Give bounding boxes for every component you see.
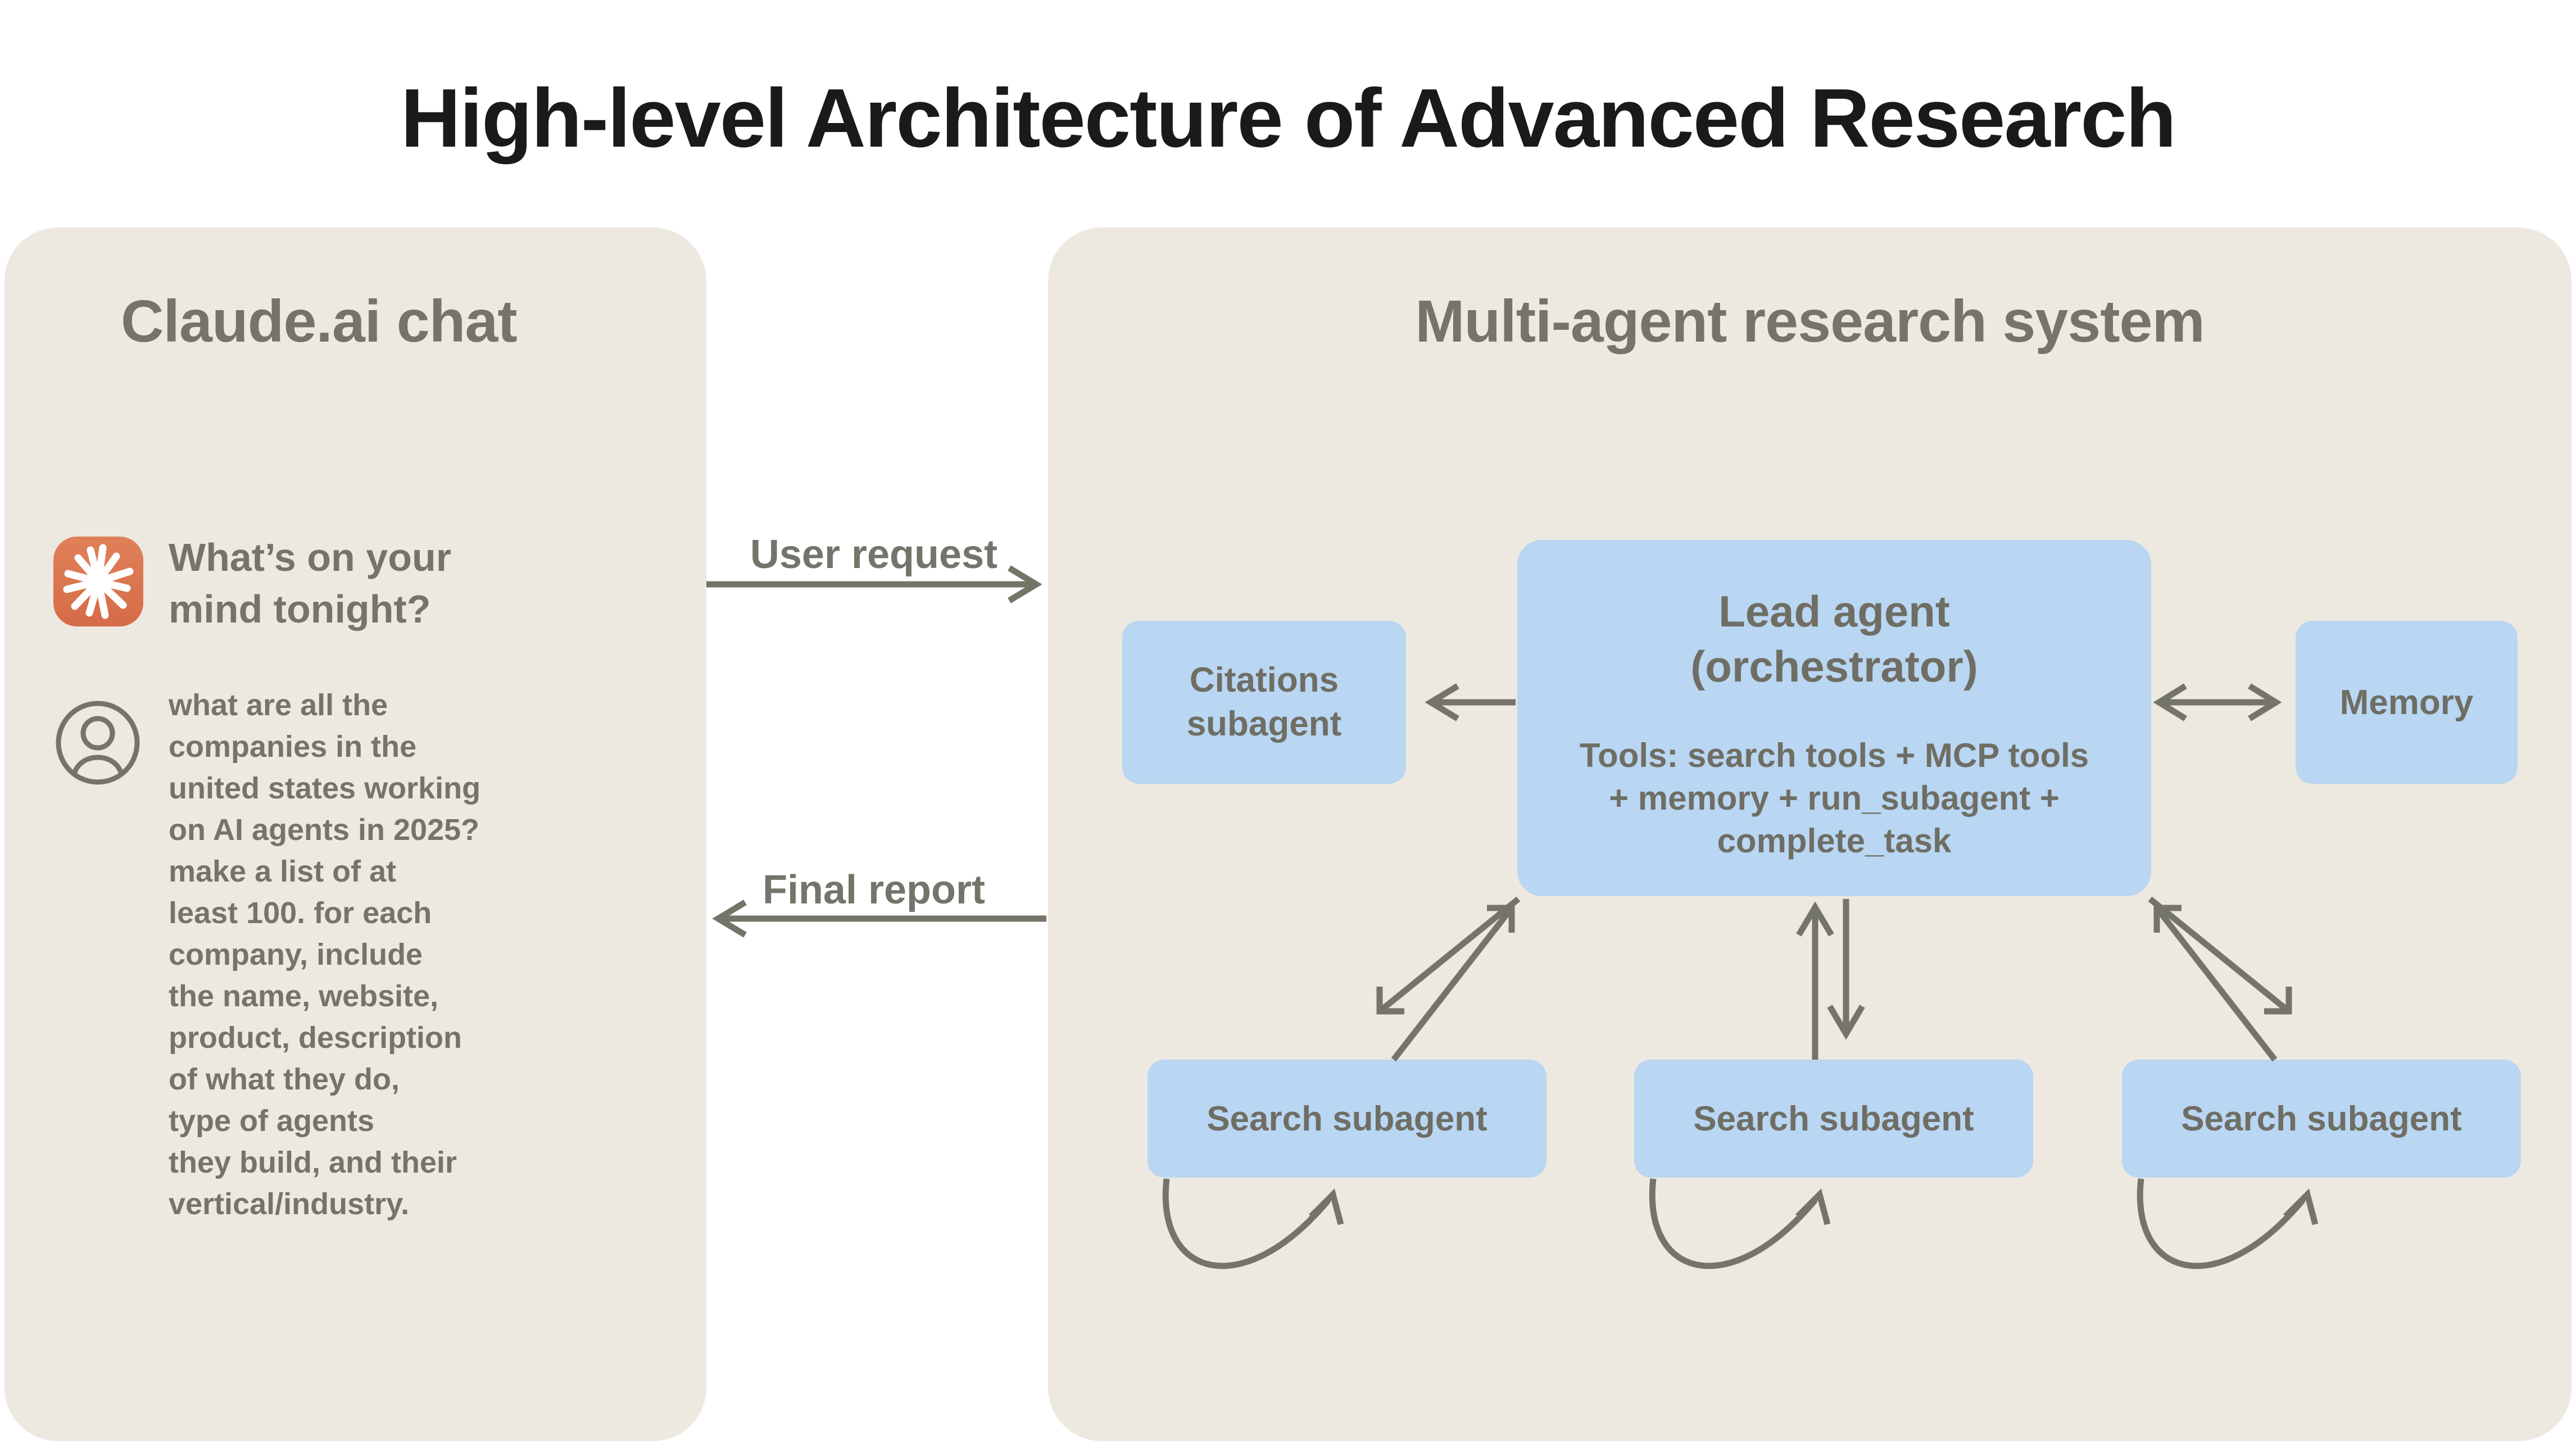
user-message-line: the name, website, <box>169 979 439 1013</box>
user-message-line: companies in the <box>169 730 417 764</box>
user-message: what are all the companies in the united… <box>169 684 480 1225</box>
user-message-line: on AI agents in 2025? <box>169 813 480 847</box>
user-avatar-icon <box>53 698 143 788</box>
user-request-label: User request <box>750 532 998 577</box>
user-message-line: product, description <box>169 1021 462 1055</box>
search-subagent-node-2: Search subagent <box>1634 1060 2033 1178</box>
search-subagent-node-3: Search subagent <box>2122 1060 2521 1178</box>
user-message-line: make a list of at <box>169 855 397 888</box>
lead-agent-tools-line: Tools: search tools + MCP tools <box>1579 737 2089 774</box>
user-message-line: they build, and their <box>169 1146 457 1179</box>
research-panel-heading: Multi-agent research system <box>1415 288 2205 355</box>
assistant-prompt: What’s on your mind tonight? <box>169 532 451 635</box>
citations-subagent-node: Citations subagent <box>1122 621 1406 784</box>
lead-agent-title-line: (orchestrator) <box>1690 642 1978 691</box>
search-subagent-label: Search subagent <box>1693 1099 1974 1138</box>
search-subagent-label: Search subagent <box>1207 1099 1487 1138</box>
lead-agent-title-line: Lead agent <box>1718 587 1950 636</box>
claude-panel-heading: Claude.ai chat <box>121 288 518 355</box>
lead-agent-tools-line: complete_task <box>1717 822 1952 860</box>
assistant-prompt-line: mind tonight? <box>169 587 431 631</box>
assistant-prompt-line: What’s on your <box>169 535 451 579</box>
lead-agent-title: Lead agent (orchestrator) <box>1690 584 1978 694</box>
user-message-line: vertical/industry. <box>169 1187 410 1221</box>
user-message-line: least 100. for each <box>169 896 432 930</box>
search-subagent-node-1: Search subagent <box>1148 1060 1546 1178</box>
lead-agent-tools-line: + memory + run_subagent + <box>1609 779 2060 817</box>
user-message-line: united states working <box>169 771 481 805</box>
user-message-line: type of agents <box>169 1104 375 1138</box>
page-title: High-level Architecture of Advanced Rese… <box>400 72 2176 165</box>
claude-spark-icon <box>53 537 143 626</box>
lead-agent-tools: Tools: search tools + MCP tools + memory… <box>1580 734 2089 862</box>
citations-node-line: Citations <box>1189 661 1339 699</box>
user-message-line: what are all the <box>169 688 388 722</box>
user-message-line: company, include <box>169 938 423 971</box>
memory-node-label: Memory <box>2339 683 2474 722</box>
search-subagent-label: Search subagent <box>2181 1099 2462 1138</box>
lead-agent-node: Lead agent (orchestrator) Tools: search … <box>1517 540 2151 896</box>
claude-chat-panel <box>4 228 706 1441</box>
final-report-label: Final report <box>762 867 986 912</box>
user-message-line: of what they do, <box>169 1062 400 1096</box>
citations-node-line: subagent <box>1186 705 1342 743</box>
memory-node: Memory <box>2296 621 2518 784</box>
